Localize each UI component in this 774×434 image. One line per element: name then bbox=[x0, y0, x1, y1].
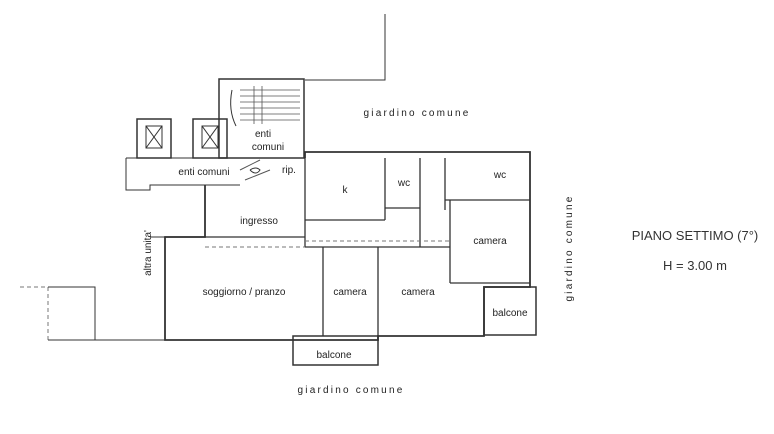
label-k: k bbox=[343, 185, 349, 196]
label-wc-1: wc bbox=[397, 178, 410, 189]
balcony-right bbox=[483, 286, 537, 336]
elevator-shaft-1 bbox=[136, 118, 172, 159]
label-garden-right: giardino comune bbox=[564, 195, 575, 302]
ceiling-height: H = 3.00 m bbox=[663, 258, 727, 273]
label-camera-3: camera bbox=[401, 287, 435, 298]
label-garden-bottom: giardino comune bbox=[298, 385, 405, 396]
label-soggiorno: soggiorno / pranzo bbox=[203, 287, 286, 298]
boundary-line bbox=[305, 14, 386, 81]
label-rip: rip. bbox=[282, 165, 296, 176]
label-balcone-1: balcone bbox=[492, 308, 527, 319]
label-garden-top: giardino comune bbox=[364, 108, 471, 119]
label-enti-stair-2: comuni bbox=[252, 142, 284, 153]
label-enti-stair-1: enti bbox=[255, 129, 271, 140]
label-camera-2: camera bbox=[333, 287, 367, 298]
elevator-shaft-2 bbox=[192, 118, 228, 159]
label-ingresso: ingresso bbox=[240, 216, 278, 227]
floor-title: PIANO SETTIMO (7°) bbox=[631, 228, 759, 243]
label-camera-1: camera bbox=[473, 236, 507, 247]
label-enti-comuni-hall: enti comuni bbox=[178, 167, 229, 178]
label-wc-2: wc bbox=[493, 170, 506, 181]
label-other-unit: altra unita' bbox=[143, 230, 154, 276]
balcony-bottom bbox=[292, 335, 379, 366]
label-balcone-2: balcone bbox=[316, 350, 351, 361]
